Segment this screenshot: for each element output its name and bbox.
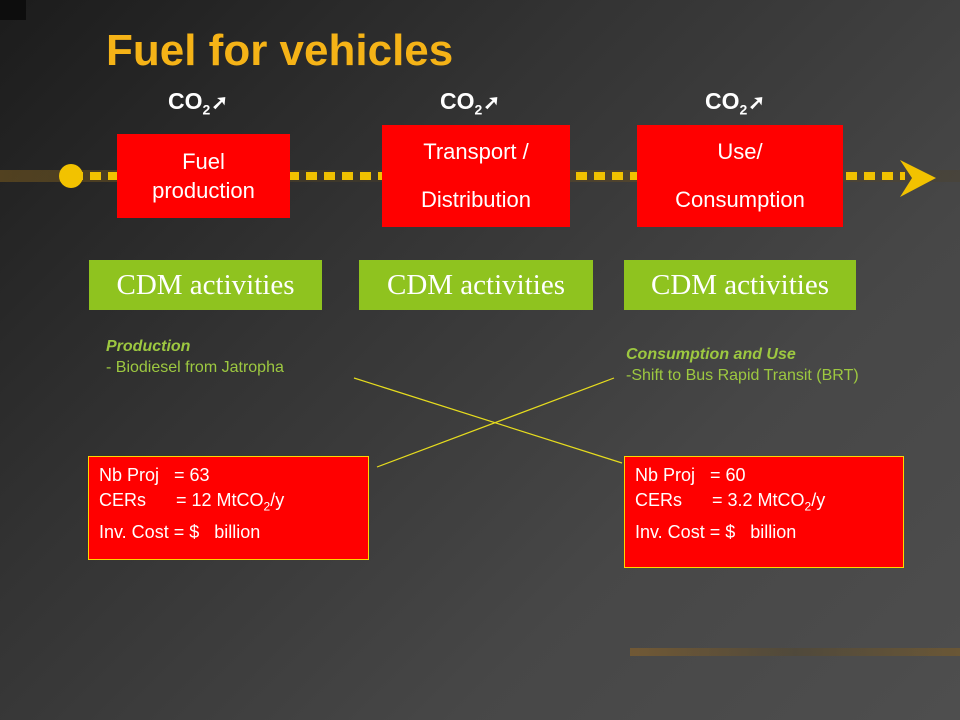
stage-label: Distribution <box>420 187 532 212</box>
consumption-note: Consumption and Use -Shift to Bus Rapid … <box>626 344 859 386</box>
timeline-start-dot <box>59 164 83 188</box>
co2-label: CO2➚ <box>168 88 229 118</box>
slide-title: Fuel for vehicles <box>106 26 454 75</box>
cers-value: CERs = 3.2 MtCO2/y <box>635 490 826 514</box>
cdm-activities-box: CDM activities <box>624 260 856 310</box>
note-item: - Biodiesel from Jatropha <box>106 359 284 376</box>
cdm-activities-box: CDM activities <box>359 260 593 310</box>
corner-decoration <box>0 0 26 20</box>
up-arrow-icon: ➚ <box>748 92 766 114</box>
stage-box-transport: Transport / Distribution <box>382 125 570 227</box>
stage-label: Transport / <box>423 139 529 164</box>
co2-label: CO2➚ <box>705 88 766 118</box>
co2-label: CO2➚ <box>440 88 501 118</box>
background-stripe-bottom <box>630 648 960 656</box>
inv-cost-value: Inv. Cost = $ billion <box>635 521 797 542</box>
stage-label: Use/ <box>717 139 763 164</box>
connector-line <box>376 377 615 468</box>
nb-proj-value: Nb Proj = 60 <box>635 465 746 485</box>
connector-line <box>353 377 623 464</box>
cdm-activities-box: CDM activities <box>89 260 322 310</box>
up-arrow-icon: ➚ <box>211 92 229 114</box>
production-note: Production - Biodiesel from Jatropha <box>106 336 284 378</box>
stage-box-consumption: Use/ Consumption <box>637 125 843 227</box>
up-arrow-icon: ➚ <box>483 92 501 114</box>
nb-proj-value: Nb Proj = 63 <box>99 465 210 485</box>
left-stats-box: Nb Proj = 63 CERs = 12 MtCO2/y Inv. Cost… <box>88 456 369 560</box>
stage-label: Consumption <box>675 187 805 212</box>
stage-label: Fuel <box>182 149 225 174</box>
inv-cost-value: Inv. Cost = $ billion <box>99 521 261 542</box>
note-heading: Production <box>106 338 191 355</box>
note-heading: Consumption and Use <box>626 346 796 363</box>
stage-box-fuel-production: Fuel production <box>117 134 290 218</box>
note-item: -Shift to Bus Rapid Transit (BRT) <box>626 367 859 384</box>
timeline-arrowhead-icon <box>900 160 936 197</box>
right-stats-box: Nb Proj = 60 CERs = 3.2 MtCO2/y Inv. Cos… <box>624 456 904 568</box>
stage-label: production <box>152 178 255 203</box>
cers-value: CERs = 12 MtCO2/y <box>99 490 285 514</box>
